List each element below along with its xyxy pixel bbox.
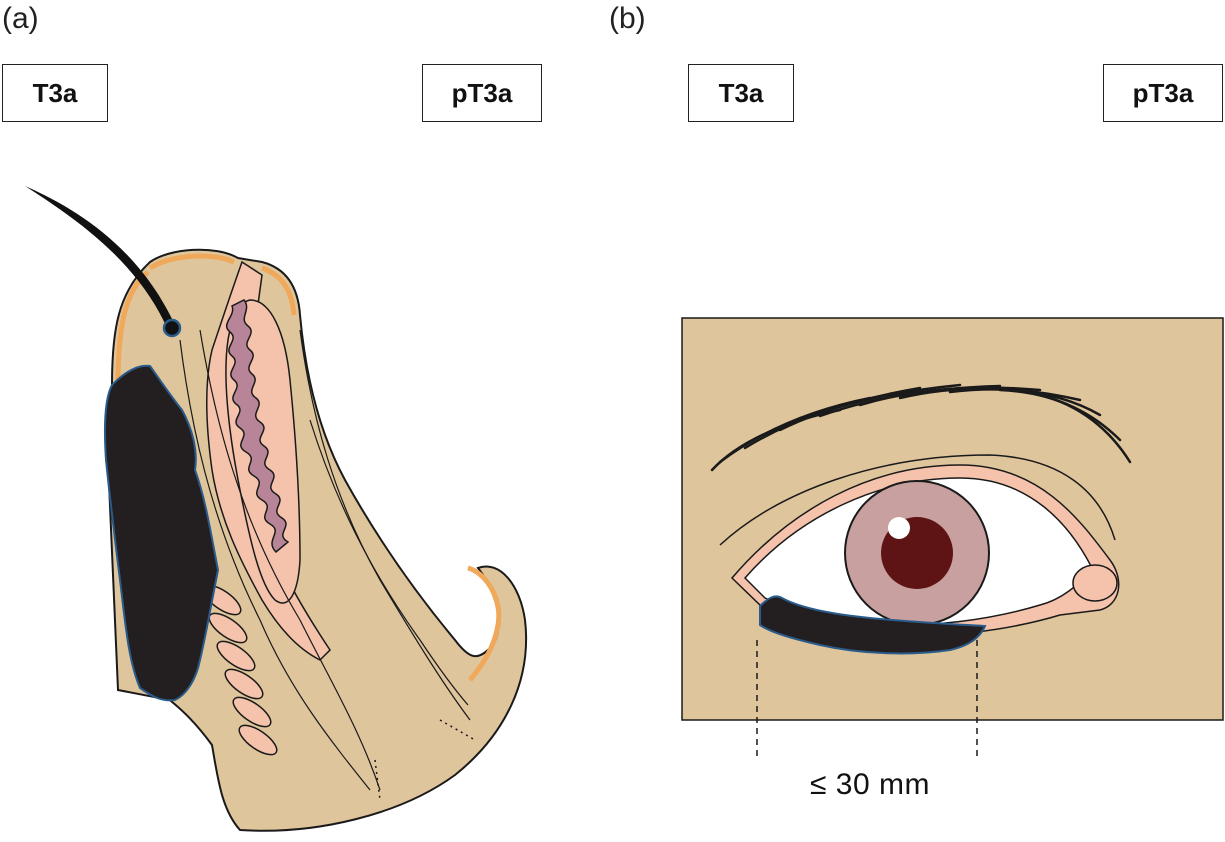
tumor-mass	[103, 364, 220, 702]
eye-frontal-view	[681, 317, 1224, 760]
eyelid-cross-section	[25, 186, 527, 832]
pupil-highlight	[888, 517, 910, 539]
orbicularis-fibers	[202, 584, 278, 756]
skin-edge-outer	[148, 253, 236, 271]
panel-a-label: (a)	[2, 2, 39, 35]
lid-tumor	[759, 595, 987, 655]
skin-edge-fold	[467, 565, 502, 682]
meibomian-gland	[225, 299, 290, 554]
panel-b-label: (b)	[609, 2, 646, 35]
panel-a-pathologic-stage: pT3a	[422, 64, 542, 122]
caruncle	[1072, 564, 1118, 602]
panel-b-clinical-stage: T3a	[688, 64, 794, 122]
measurement-label: ≤ 30 mm	[810, 768, 930, 801]
lid-crease	[719, 454, 1116, 546]
eyebrow	[710, 383, 1132, 472]
panel-b-pathologic-stage: pT3a	[1103, 64, 1223, 122]
measurement-lines	[756, 640, 978, 760]
hair-follicle	[162, 318, 182, 338]
panel-a-clinical-stage: T3a	[2, 64, 108, 122]
dotted-lines	[374, 719, 476, 801]
skin-edge-right	[261, 265, 297, 316]
